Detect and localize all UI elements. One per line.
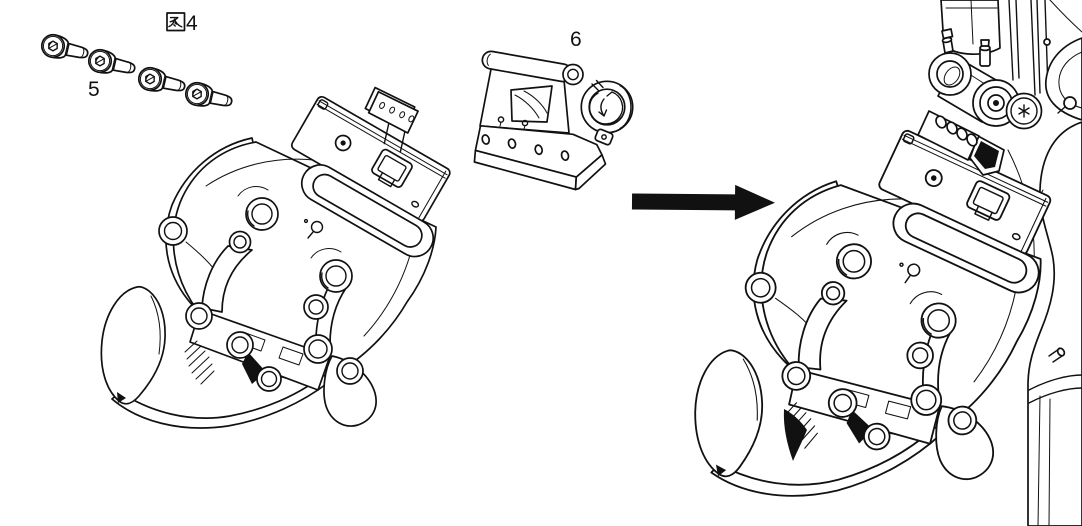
char-tu-glyph: [166, 12, 186, 32]
screw-1: [38, 31, 91, 66]
assembly-arrow: [631, 184, 775, 220]
screw-4: [182, 79, 235, 114]
figure-number: 4: [186, 12, 198, 35]
bracket-part-6: [473, 50, 634, 191]
figure-title: 4: [166, 12, 198, 35]
gripper-before-assembly: [100, 86, 470, 429]
arrow-shape: [631, 184, 775, 220]
screw-2: [85, 46, 138, 81]
shadow-wedge: [783, 409, 807, 461]
bracket-window: [510, 85, 553, 123]
screw-3: [135, 64, 188, 99]
screws-part-5: [38, 31, 235, 114]
connector-tab: [364, 86, 419, 153]
gripper-use-right: [670, 114, 1082, 506]
gripper-use-left: [100, 94, 470, 429]
wrist-joint: [928, 0, 1043, 130]
gripper-after-assembly: [670, 114, 1082, 506]
bracket-installed: [917, 110, 1005, 176]
callout-6: 6: [570, 28, 582, 51]
callout-5: 5: [88, 78, 100, 101]
